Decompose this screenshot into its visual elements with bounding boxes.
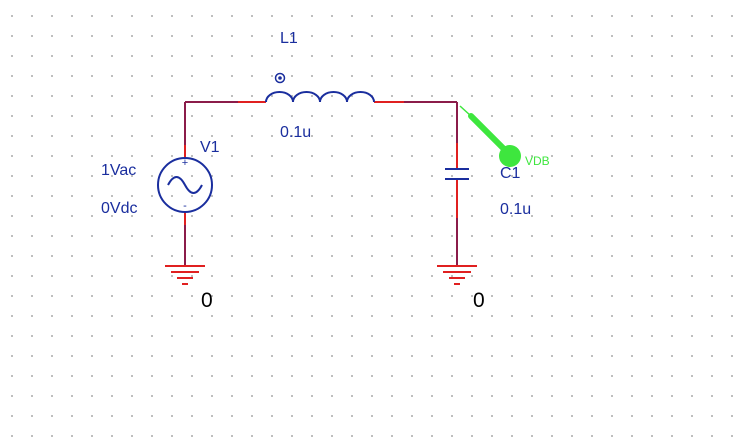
minus-sign: - <box>183 200 187 212</box>
inductor-dot-marker <box>274 72 286 84</box>
ground-right-label[interactable]: 0 <box>473 289 485 312</box>
ground-right[interactable]: 0 <box>437 265 485 312</box>
capacitor-c1[interactable]: C1 0.1u <box>445 143 531 218</box>
voltage-source-v1[interactable]: + - V1 1Vac 0Vdc <box>101 139 220 225</box>
ground-left-label[interactable]: 0 <box>201 289 213 312</box>
inductor-reference[interactable]: L1 <box>280 30 298 47</box>
probe-label: VDB <box>525 154 550 168</box>
capacitor-value[interactable]: 0.1u <box>500 201 531 218</box>
capacitor-reference[interactable]: C1 <box>500 165 521 182</box>
source-reference[interactable]: V1 <box>200 139 220 156</box>
probe-body <box>468 113 510 155</box>
source-body <box>157 157 213 213</box>
ground-left[interactable]: 0 <box>165 265 213 312</box>
ac-wave-icon <box>167 176 203 194</box>
source-dc-value[interactable]: 0Vdc <box>101 200 137 217</box>
wires[interactable] <box>184 101 458 265</box>
inductor-l1[interactable]: L1 0.1u <box>238 30 404 141</box>
source-ac-value[interactable]: 1Vac <box>101 162 136 179</box>
inductor-coil <box>265 91 375 103</box>
inductor-dot-center <box>278 76 282 80</box>
vdb-probe-marker[interactable]: VDB <box>459 105 550 168</box>
plus-sign: + <box>182 157 188 169</box>
inductor-value[interactable]: 0.1u <box>280 124 311 141</box>
probe-head <box>499 145 521 167</box>
